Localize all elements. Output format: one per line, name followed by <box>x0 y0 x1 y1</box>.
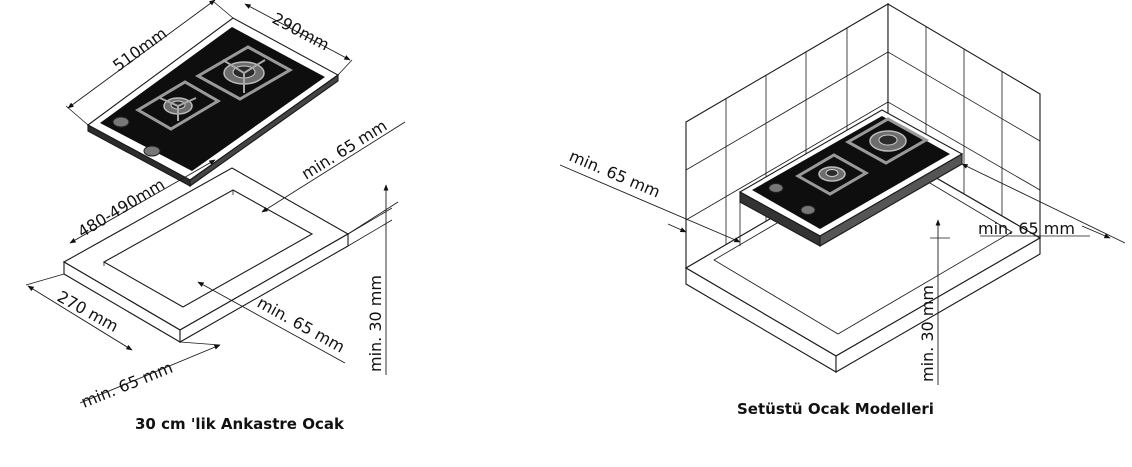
burner-grate-small <box>794 153 870 196</box>
burner-grate-large <box>844 117 930 165</box>
tiled-wall <box>685 3 1041 269</box>
knob-icon <box>112 116 161 157</box>
burner-grate-large <box>194 45 294 101</box>
dim-min-height-label: min. 30 mm <box>366 275 385 372</box>
dim-min-front: min. 65 mm <box>78 341 221 412</box>
dim-length-label: 510mm <box>109 24 170 76</box>
dim-min-right-inner-label: min. 65 mm <box>254 293 348 357</box>
dim-min-right: min. 65 mm <box>961 163 1126 244</box>
surface-hob <box>738 109 964 247</box>
dim-min-front-label: min. 65 mm <box>78 358 175 412</box>
left-caption: 30 cm 'lik Ankastre Ocak <box>135 415 345 433</box>
dim-min-right-top-label: min. 65 mm <box>298 116 390 183</box>
dim-min-height-right-label: min. 30 mm <box>918 285 937 382</box>
dim-min-right-inner: min. 65 mm <box>197 281 348 364</box>
knob-icon <box>768 183 816 215</box>
right-diagram: min. 65 mm min. 65 mm min. 30 mm Setüstü… <box>559 3 1126 418</box>
dim-min-height: min. 30 mm <box>347 184 393 375</box>
countertop-cutout <box>62 167 350 343</box>
right-caption: Setüstü Ocak Modelleri <box>737 400 934 418</box>
left-diagram: 510mm 290mm 480-490mm min. 65 mm <box>25 0 406 433</box>
dim-min-height-right: min. 30 mm <box>918 219 950 385</box>
dim-min-right-label: min. 65 mm <box>978 219 1075 238</box>
